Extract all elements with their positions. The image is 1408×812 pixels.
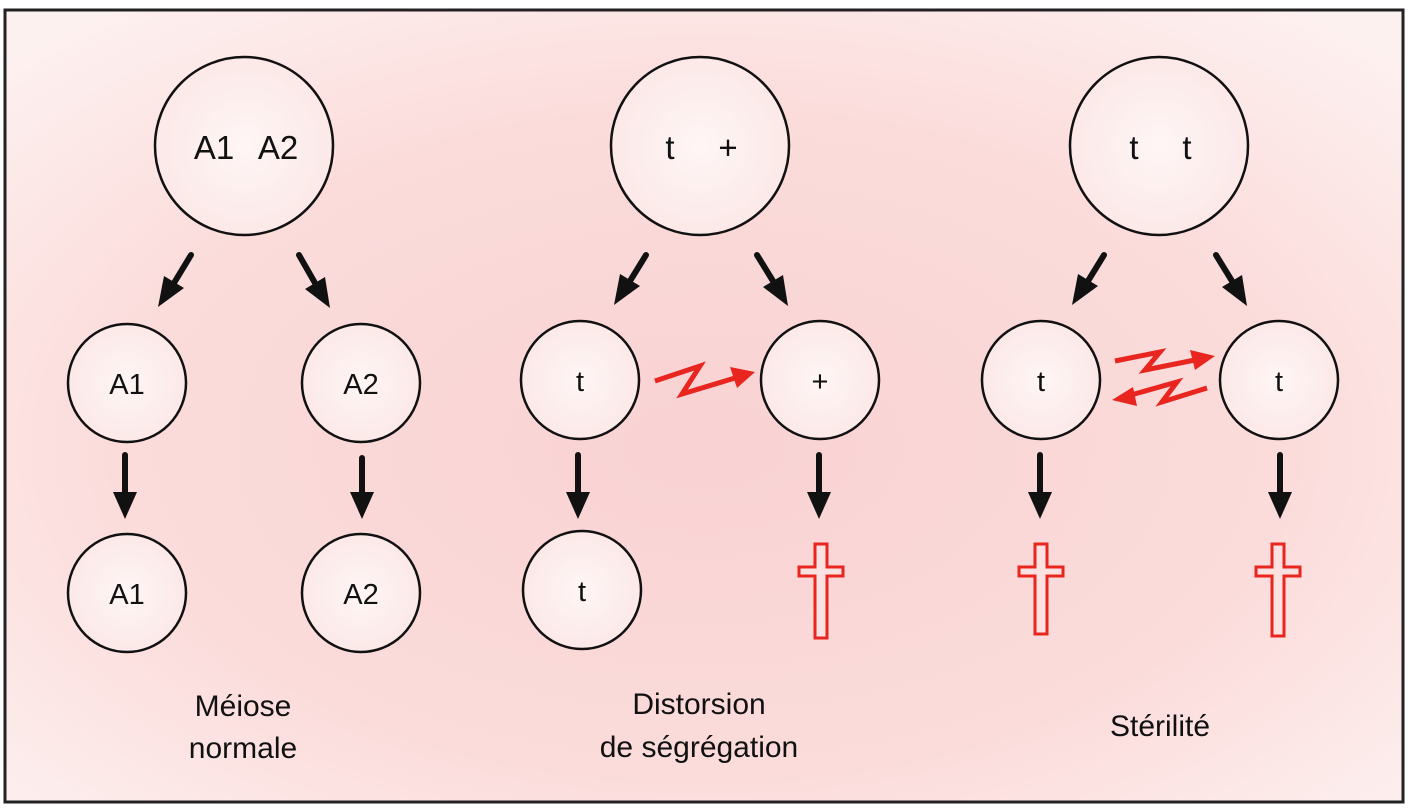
- allele-label: t: [1037, 366, 1045, 398]
- parent-cell: t +: [609, 55, 791, 237]
- allele-label: t: [578, 576, 586, 608]
- panel-caption: Méiose normale: [189, 690, 297, 765]
- parent-cell: A1 A2: [153, 55, 335, 237]
- allele-label: t: [1275, 366, 1283, 398]
- cross-icon: [797, 542, 845, 640]
- cell-circle: [609, 55, 791, 237]
- cross-icon: [1017, 542, 1065, 636]
- cell-circle: [1218, 319, 1340, 441]
- caption-line: Distorsion: [632, 688, 765, 721]
- allele-label: t: [665, 129, 674, 166]
- allele-label: +: [812, 366, 829, 398]
- allele-label: A1: [109, 579, 144, 611]
- gamete-cell: t: [521, 529, 643, 651]
- cell-circle: [300, 322, 422, 444]
- allele-label: A1: [109, 369, 144, 401]
- panel-caption: Distorsion de ségrégation: [600, 688, 799, 764]
- cell-circle: [521, 529, 643, 651]
- daughter-cell: t: [519, 319, 641, 441]
- allele-label: t: [576, 366, 584, 398]
- arrow-down-left-icon: [614, 252, 649, 305]
- caption-line: Méiose: [195, 690, 292, 723]
- cell-circle: [1068, 55, 1250, 237]
- arrow-down-left-icon: [1072, 252, 1107, 305]
- panel-caption: Stérilité: [1110, 710, 1210, 743]
- caption-line: de ségrégation: [600, 731, 799, 764]
- parent-cell: t t: [1068, 55, 1250, 237]
- daughter-cell: A1: [66, 322, 188, 444]
- panel-segregation-distortion: t + t + t: [519, 55, 881, 764]
- arrow-down-icon: [1268, 452, 1292, 519]
- allele-label: A2: [343, 579, 378, 611]
- panel-normal-meiosis: A1 A2 A1 A2 A1 A2: [66, 55, 422, 765]
- cell-circle: [519, 319, 641, 441]
- arrow-down-icon: [350, 455, 374, 519]
- daughter-cell: t: [1218, 319, 1340, 441]
- daughter-cell: A2: [300, 322, 422, 444]
- arrow-down-icon: [113, 452, 137, 519]
- arrow-down-icon: [1028, 452, 1052, 519]
- caption-line: Stérilité: [1110, 710, 1210, 743]
- allele-label: A1: [194, 129, 234, 166]
- arrow-down-right-icon: [296, 252, 330, 308]
- allele-label: A2: [258, 129, 298, 166]
- arrow-down-icon: [566, 452, 590, 519]
- cell-circle: [66, 322, 188, 444]
- allele-label: +: [718, 129, 737, 166]
- allele-label: t: [1129, 129, 1138, 166]
- daughter-cell: +: [759, 319, 881, 441]
- gamete-cell: A1: [66, 532, 188, 654]
- arrow-down-right-icon: [754, 252, 788, 306]
- cross-icon: [1254, 542, 1302, 638]
- allele-label: t: [1182, 129, 1191, 166]
- arrow-down-icon: [807, 452, 831, 519]
- zigzag-arrow-right-icon: [1114, 348, 1215, 374]
- arrow-down-left-icon: [158, 252, 194, 307]
- zigzag-arrow-icon: [654, 361, 755, 399]
- allele-label: A2: [343, 369, 378, 401]
- cell-circle: [300, 532, 422, 654]
- daughter-cell: t: [980, 319, 1102, 441]
- arrow-down-right-icon: [1213, 252, 1247, 306]
- zigzag-arrow-left-icon: [1112, 377, 1208, 407]
- gamete-cell: A2: [300, 532, 422, 654]
- cell-circle: [980, 319, 1102, 441]
- cell-circle: [759, 319, 881, 441]
- cell-circle: [153, 55, 335, 237]
- caption-line: normale: [189, 732, 297, 765]
- panel-sterility: t t t t: [980, 55, 1340, 743]
- cell-circle: [66, 532, 188, 654]
